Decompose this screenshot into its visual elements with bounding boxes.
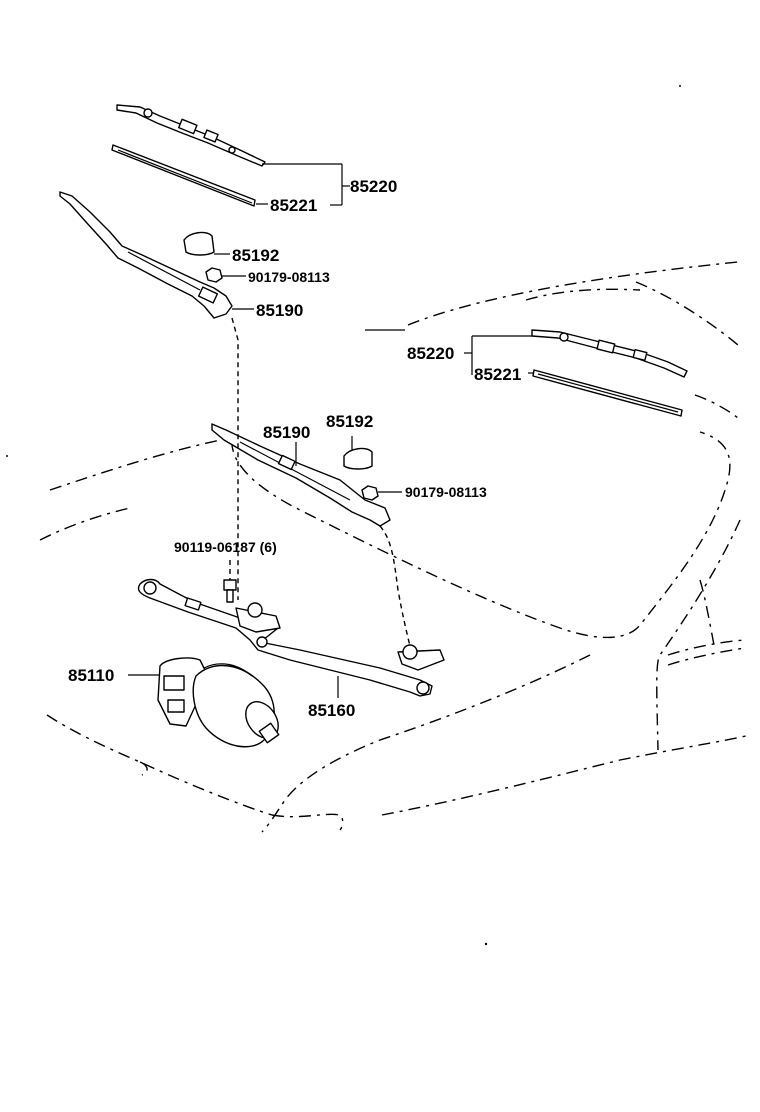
label-nut-left: 90179-08113 [248, 269, 330, 285]
bolt [223, 579, 237, 603]
label-arm-left: 85190 [256, 301, 303, 320]
label-cap-right: 85192 [326, 412, 373, 431]
wiper-cap-right [343, 447, 373, 470]
callout-lines-left-arm [214, 253, 254, 310]
vehicle-body-outline [39, 261, 751, 833]
label-link: 85160 [308, 701, 355, 720]
callout-lines-left-blade [256, 163, 350, 206]
wiper-refill-left [111, 144, 256, 207]
wiper-blade-left [116, 104, 266, 167]
wiper-arm-left [59, 191, 233, 319]
wiper-cap-left [183, 231, 215, 256]
wiper-motor [157, 657, 280, 748]
label-blade-right: 85220 [407, 344, 454, 363]
label-refill-right: 85221 [474, 365, 521, 384]
wiper-linkage [137, 578, 445, 697]
label-arm-right: 85190 [263, 423, 310, 442]
wiper-nut-left [205, 267, 223, 283]
label-blade-left: 85220 [350, 177, 397, 196]
wiper-nut-right [361, 485, 379, 501]
label-bolt: 90119-06187 (6) [174, 539, 277, 555]
label-motor: 85110 [68, 666, 114, 685]
label-nut-right: 90179-08113 [405, 484, 487, 500]
scan-speck [484, 942, 488, 946]
scan-speck [6, 455, 8, 457]
callout-lines-right-arm [295, 436, 402, 493]
scan-speck [679, 85, 681, 87]
wiper-refill-right [532, 369, 683, 417]
label-cap-left: 85192 [232, 246, 279, 265]
callout-lines-right-blade [464, 335, 534, 375]
wiper-blade-right [531, 329, 688, 378]
assembly-leader-lines [229, 317, 411, 647]
label-refill-left: 85221 [270, 196, 317, 215]
